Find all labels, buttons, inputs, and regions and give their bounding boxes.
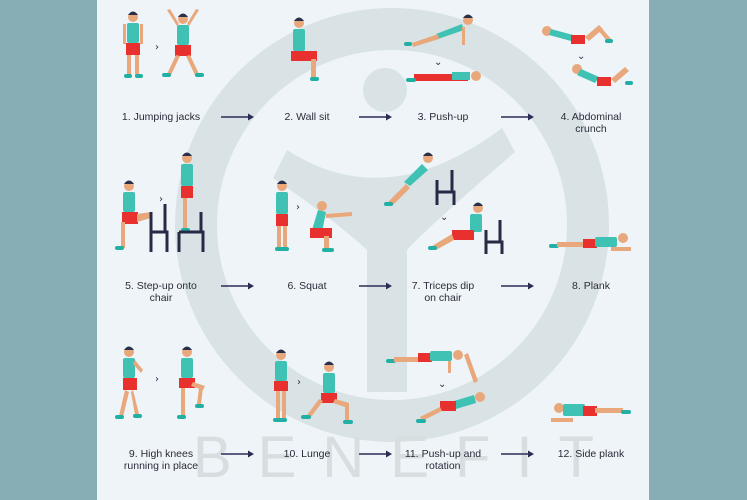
wall-sit-figure-icon: [291, 17, 319, 81]
exercise-label-12: 12. Side plank: [557, 448, 625, 460]
exercise-label-2: 2. Wall sit: [284, 111, 330, 123]
svg-text:›: ›: [159, 194, 163, 205]
brand-wordmark: BENEFIT: [193, 425, 620, 490]
exercise-panel: BENEFIT ›: [97, 0, 649, 500]
sequence-arrow-icon: [501, 450, 534, 458]
exercise-label-1: 1. Jumping jacks: [121, 111, 201, 123]
abdominal-crunch-figure-icon: ⌄: [542, 25, 633, 86]
squat-figure-icon: ›: [275, 180, 352, 252]
jumping-jacks-figure-icon: ›: [123, 9, 204, 78]
sequence-arrow-icon: [359, 113, 392, 121]
svg-text:⌄: ⌄: [440, 212, 448, 223]
sequence-arrow-icon: [221, 282, 254, 290]
svg-text:⌄: ⌄: [438, 379, 446, 390]
high-knees-figure-icon: ›: [115, 346, 205, 419]
sequence-arrow-icon: [359, 450, 392, 458]
sequence-arrow-icon: [501, 113, 534, 121]
svg-text:⌄: ⌄: [434, 57, 442, 68]
sequence-arrow-icon: [501, 282, 534, 290]
exercise-label-10: 10. Lunge: [283, 448, 331, 460]
exercise-label-6: 6. Squat: [287, 280, 327, 292]
sequence-arrow-icon: [221, 450, 254, 458]
svg-text:›: ›: [297, 377, 301, 388]
svg-text:›: ›: [296, 202, 300, 213]
svg-text:⌄: ⌄: [577, 51, 585, 62]
svg-text:›: ›: [155, 374, 159, 385]
push-up-figure-icon: ⌄: [404, 14, 481, 82]
side-plank-figure-icon: [551, 403, 631, 422]
exercise-label-3: 3. Push-up: [417, 111, 469, 123]
step-up-figure-icon: ›: [115, 152, 205, 252]
lunge-figure-icon: ›: [273, 349, 353, 424]
sequence-arrow-icon: [359, 282, 392, 290]
sequence-arrow-icon: [221, 113, 254, 121]
plank-figure-icon: [549, 233, 631, 251]
push-up-rotation-figure-icon: ⌄: [386, 350, 485, 423]
exercise-label-8: 8. Plank: [572, 280, 610, 292]
triceps-dip-figure-icon: ⌄: [384, 152, 504, 254]
svg-text:›: ›: [155, 42, 159, 53]
